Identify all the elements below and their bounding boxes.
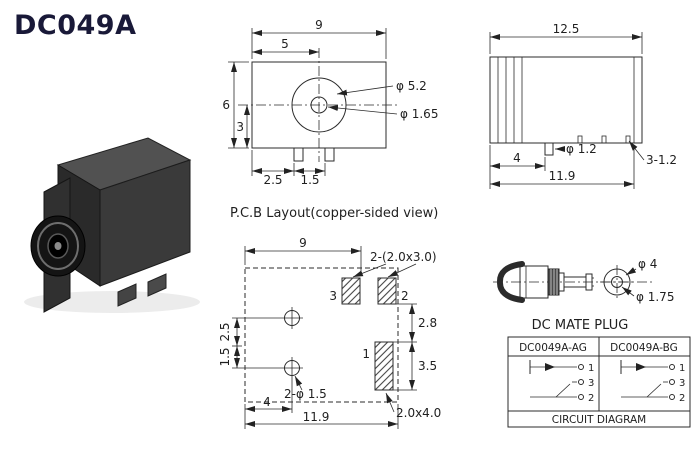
front-pin-right: [324, 147, 335, 162]
solder-pin-1: [147, 273, 167, 297]
slot-1: [577, 135, 583, 144]
pin-label-2: 2: [679, 393, 685, 404]
front-pin-left: [293, 147, 304, 162]
dim-text: 4: [513, 151, 521, 165]
dim-text: 11.9: [549, 169, 576, 183]
callout-pad1-size: 2.0x4.0: [385, 392, 441, 420]
dim-text: 2.8: [418, 316, 437, 330]
dim-text: φ 1.2: [566, 142, 597, 156]
table-header-bg: DC0049A-BG: [610, 342, 678, 354]
pad-2: [377, 277, 397, 305]
side-view: 12.5 φ 1.2 4 11.9 3-1.2: [489, 22, 677, 189]
pin-label-2: 2: [588, 393, 594, 404]
side-body-outline: [489, 56, 643, 144]
dim-text: 2.0x4.0: [396, 406, 441, 420]
dim-text: 9: [299, 236, 307, 250]
pin-terminal-1: [578, 364, 584, 370]
dim-text: 1.5: [218, 347, 232, 366]
dim-text: 2.5: [263, 173, 282, 187]
callout-barrel-diameter: φ 5.2: [336, 79, 427, 96]
center-pin-circle: [310, 96, 328, 114]
plug-tip-band: [585, 273, 593, 291]
dim-text: φ 1.75: [636, 290, 674, 304]
dim-text: 9: [315, 18, 323, 32]
front-view: 9 5 6 3 φ 5.2 φ 1.65: [222, 18, 438, 187]
callout-pads-note: 2-(2.0x3.0): [352, 250, 437, 278]
callout-holes-note: 2-φ 1.5: [284, 375, 327, 401]
dim-side-pin-position: 4: [489, 145, 546, 189]
slot-3: [625, 135, 631, 144]
dim-text: φ 1.65: [400, 107, 438, 121]
pin-label-1: 1: [588, 363, 594, 374]
pad2-label: 2: [401, 289, 409, 303]
plug-handle-lower: [497, 280, 525, 303]
dim-text: 2.5: [218, 322, 232, 341]
pin-terminal-1: [669, 364, 675, 370]
dim-front-lower-height: 3: [236, 105, 250, 148]
mate-plug: φ 4 φ 1.75 DC MATE PLUG: [493, 257, 674, 333]
dim-text: φ 5.2: [396, 79, 427, 93]
plug-handle-upper: [497, 261, 525, 284]
callout-slots: 3-1.2: [628, 140, 677, 167]
callout-side-pin-diameter: φ 1.2: [555, 142, 597, 156]
solder-pin-2: [117, 283, 137, 307]
barrel-opening: [291, 77, 347, 133]
pin-label-3: 3: [679, 378, 685, 389]
dim-text: 6: [222, 98, 230, 112]
pin-terminal-3: [578, 379, 584, 385]
pin-label-1: 1: [679, 363, 685, 374]
center-pin: [54, 242, 62, 250]
mate-plug-heading: DC MATE PLUG: [532, 318, 629, 333]
pin-terminal-2: [669, 394, 675, 400]
dim-text: 3.5: [418, 359, 437, 373]
pad1-label: 1: [362, 347, 370, 361]
slot-2: [601, 135, 607, 144]
part-number-title: DC049A: [14, 10, 137, 41]
pin-terminal-2: [578, 394, 584, 400]
dim-hole-x: 4: [244, 379, 293, 429]
barrel-ring: [37, 222, 79, 270]
pad-1: [374, 341, 394, 391]
pcb-outline: [244, 267, 399, 403]
circuit-bg: 1 3 2: [620, 360, 685, 404]
dim-side-width: 12.5: [489, 22, 643, 54]
dim-pcb-width: 9: [244, 236, 362, 275]
pin-label-3: 3: [588, 378, 594, 389]
callout-plug-inner-dia: φ 1.75: [621, 286, 674, 304]
circuit-table: DC0049A-AG DC0049A-BG 1 3 2: [507, 336, 691, 428]
dim-text: φ 4: [638, 257, 657, 271]
arrow-symbol: [545, 363, 555, 371]
dim-hole-pitch: 2.5 1.5: [218, 317, 281, 369]
dim-text: 2-φ 1.5: [284, 387, 327, 401]
side-pin: [544, 142, 554, 156]
dim-front-half-width: 5: [252, 37, 319, 55]
table-footer: CIRCUIT DIAGRAM: [552, 414, 647, 426]
pad-3: [341, 277, 361, 305]
callout-plug-outer-dia: φ 4: [625, 257, 657, 276]
dim-text: 12.5: [553, 22, 580, 36]
dim-text: 2-(2.0x3.0): [370, 250, 437, 264]
dim-text: 3: [236, 120, 244, 134]
dim-text: 4: [263, 395, 271, 409]
dim-text: 11.9: [303, 410, 330, 424]
component-photo: [24, 137, 200, 313]
circuit-ag: 1 3 2: [529, 360, 594, 404]
dim-pcb-total-width: 11.9: [245, 404, 399, 429]
dim-text: 5: [281, 37, 289, 51]
dim-pad-gap: 2.8 3.5: [393, 303, 437, 391]
dim-text: 3-1.2: [646, 153, 677, 167]
arrow-symbol: [636, 363, 646, 371]
dim-text: 1.5: [300, 173, 319, 187]
pcb-layout: P.C.B Layout(copper-sided view) 3 2 1 9: [218, 206, 441, 429]
callout-pin-diameter: φ 1.65: [327, 105, 438, 121]
dim-front-pin-spacing: 2.5 1.5: [251, 150, 326, 187]
pad3-label: 3: [329, 289, 337, 303]
dim-side-body-length: 11.9: [490, 145, 635, 189]
pcb-layout-heading: P.C.B Layout(copper-sided view): [230, 206, 438, 221]
table-header-ag: DC0049A-AG: [519, 342, 587, 354]
pin-terminal-3: [669, 379, 675, 385]
dim-front-height: 6: [222, 61, 249, 149]
